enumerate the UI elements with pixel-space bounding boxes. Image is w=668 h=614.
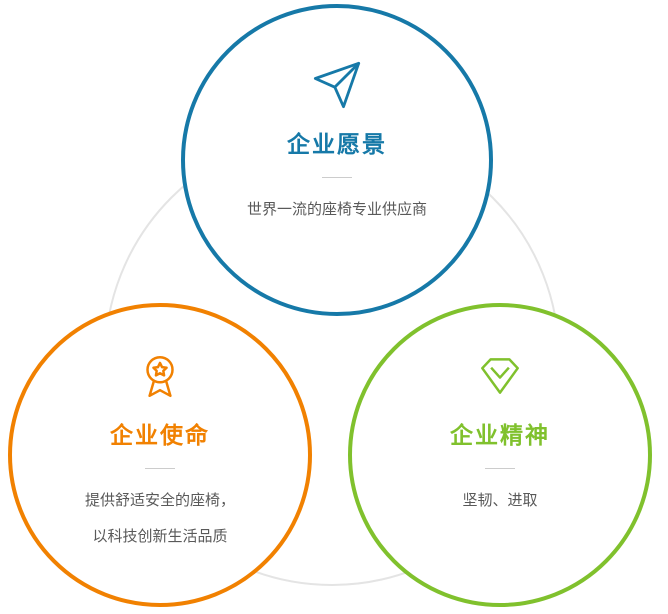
- mission-text-line2: 以科技创新生活品质: [92, 526, 228, 545]
- vision-title: 企业愿景: [287, 132, 387, 158]
- spirit-title: 企业精神: [450, 423, 550, 449]
- gem-icon: [352, 349, 648, 403]
- paper-plane-icon: [185, 58, 489, 112]
- spirit-text: 坚韧、进取: [462, 491, 538, 509]
- mission-title: 企业使命: [110, 423, 210, 449]
- spirit-circle: 企业精神 坚韧、进取: [348, 303, 652, 607]
- mission-circle: 企业使命 提供舒适安全的座椅， 以科技创新生活品质: [8, 303, 312, 607]
- spirit-divider: [485, 468, 515, 469]
- medal-icon: [12, 349, 308, 403]
- vision-text: 世界一流的座椅专业供应商: [246, 200, 427, 218]
- vision-circle: 企业愿景 世界一流的座椅专业供应商: [181, 4, 493, 316]
- mission-text-line1: 提供舒适安全的座椅，: [84, 491, 235, 509]
- vision-divider: [322, 177, 352, 178]
- mission-divider: [145, 468, 175, 469]
